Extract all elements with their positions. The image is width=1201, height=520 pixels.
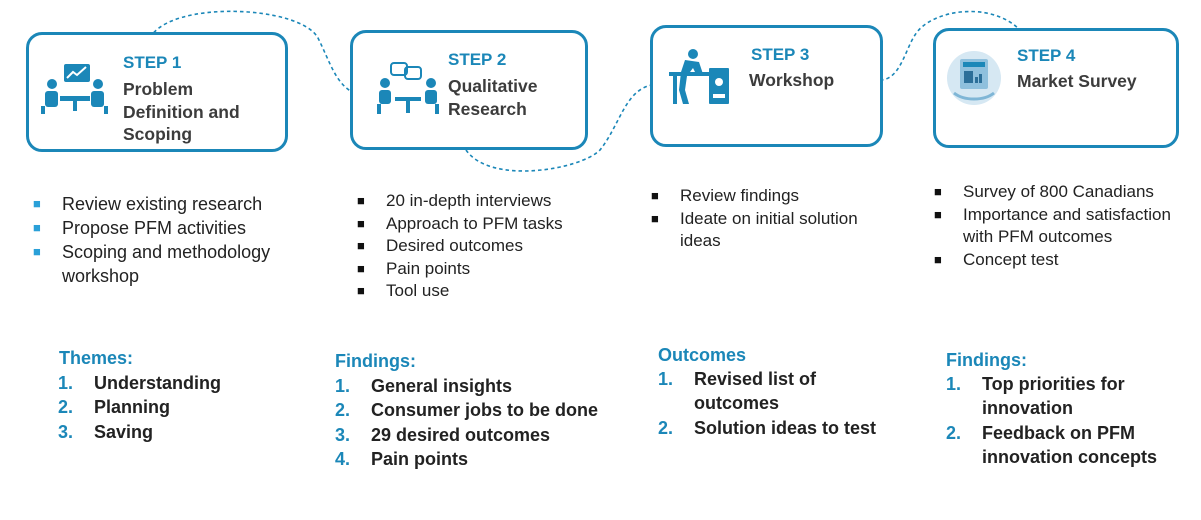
list-item: 1.Top priorities for innovation bbox=[946, 374, 1125, 419]
connector-3-4 bbox=[879, 10, 1021, 81]
step-2-findings: 1.General insights 2.Consumer jobs to be… bbox=[335, 374, 635, 471]
list-item: ■Desired outcomes bbox=[357, 236, 524, 255]
step-1-card: STEP 1 Problem Definition and Scoping bbox=[26, 32, 288, 152]
step-2-card: STEP 2 Qualitative Research bbox=[350, 30, 588, 150]
list-item: 2.Consumer jobs to be done bbox=[335, 400, 599, 421]
list-item: ■Pain points bbox=[357, 258, 471, 278]
step-4-activities: ■Survey of 800 Canadians ■Importance and… bbox=[931, 181, 1181, 271]
list-item: ■Propose PFM activities bbox=[33, 218, 247, 238]
meeting-chart-icon bbox=[41, 64, 108, 114]
list-item: 2.Feedback on PFM innovation concepts bbox=[946, 422, 1158, 467]
step-2-activities: ■20 in-depth interviews ■Approach to PFM… bbox=[354, 190, 614, 303]
list-item: ■Review findings bbox=[651, 186, 800, 205]
list-item: ■Importance and satisfaction with PFM ou… bbox=[934, 204, 1171, 247]
step-3-title: Workshop bbox=[749, 70, 835, 90]
step-4-section-heading: Findings: bbox=[946, 350, 1027, 370]
list-item: 1.Revised list of outcomes bbox=[658, 369, 817, 414]
list-item: 3.Saving bbox=[58, 421, 154, 442]
list-item: ■Ideate on initial solution ideas bbox=[651, 208, 858, 251]
list-item: ■Survey of 800 Canadians bbox=[934, 182, 1154, 201]
list-item: ■Tool use bbox=[357, 281, 450, 300]
list-item: 2.Planning bbox=[58, 397, 170, 418]
workshop-icon bbox=[669, 49, 729, 104]
step-1-section-heading: Themes: bbox=[59, 348, 134, 368]
step-1-title: Problem Definition and Scoping bbox=[123, 79, 240, 144]
step-4-card: STEP 4 Market Survey bbox=[933, 28, 1179, 148]
list-item: ■Concept test bbox=[934, 249, 1059, 269]
step-3-section-heading: Outcomes bbox=[658, 345, 747, 365]
list-item: 2.Solution ideas to test bbox=[658, 417, 877, 438]
step-1-activities: ■Review existing research ■Propose PFM a… bbox=[30, 192, 320, 288]
list-item: ■Review existing research bbox=[33, 194, 263, 214]
connector-1-2 bbox=[149, 10, 353, 93]
step-2-section-heading: Findings: bbox=[335, 351, 416, 371]
interview-icon bbox=[377, 62, 439, 114]
list-item: ■20 in-depth interviews bbox=[357, 191, 552, 210]
list-item: 4.Pain points bbox=[335, 448, 469, 469]
step-2-title: Qualitative Research bbox=[448, 76, 538, 119]
step-4-title: Market Survey bbox=[1017, 71, 1137, 91]
step-3-card: STEP 3 Workshop bbox=[650, 25, 883, 147]
connector-2-3 bbox=[465, 84, 653, 172]
list-item: ■Scoping and methodology workshop bbox=[33, 242, 271, 286]
survey-icon bbox=[947, 51, 1001, 105]
step-2-label: STEP 2 bbox=[448, 50, 507, 69]
list-item: 3.29 desired outcomes bbox=[335, 424, 551, 445]
step-1-themes: 1.Understanding 2.Planning 3.Saving bbox=[58, 371, 318, 444]
list-item: 1.Understanding bbox=[58, 373, 222, 393]
step-3-label: STEP 3 bbox=[751, 45, 810, 64]
step-3-activities: ■Review findings ■Ideate on initial solu… bbox=[648, 185, 888, 253]
list-item: ■Approach to PFM tasks bbox=[357, 213, 563, 233]
list-item: 1.General insights bbox=[335, 376, 513, 396]
step-4-label: STEP 4 bbox=[1017, 46, 1076, 65]
step-4-findings: 1.Top priorities for innovation 2.Feedba… bbox=[946, 372, 1196, 469]
step-3-outcomes: 1.Revised list of outcomes 2.Solution id… bbox=[658, 367, 928, 440]
step-1-label: STEP 1 bbox=[123, 53, 182, 72]
